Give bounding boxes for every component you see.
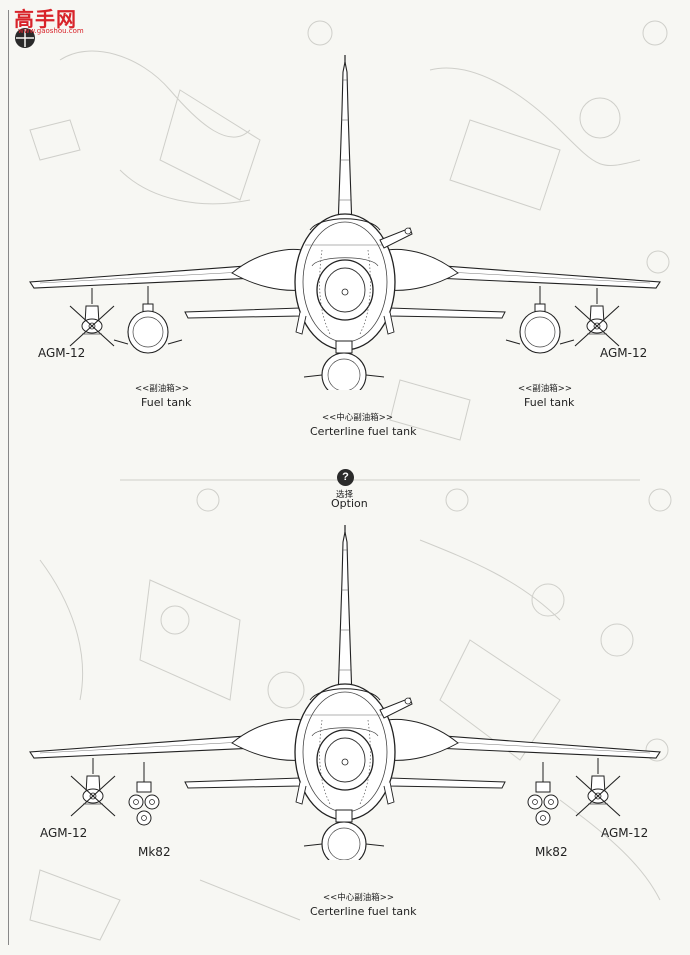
option-question-icon: ? xyxy=(337,469,354,486)
label-fuel-tank-left: Fuel tank xyxy=(141,396,192,409)
label-centerline-tank-cn-top: <<中心副油箱>> xyxy=(322,413,393,423)
label-fuel-tank-right: Fuel tank xyxy=(524,396,575,409)
label-agm-12-right-top: AGM-12 xyxy=(600,346,648,360)
watermark-globe-icon xyxy=(15,28,35,48)
aircraft-front-view-fuel-tank-config xyxy=(29,54,661,390)
label-option: Option xyxy=(331,497,368,510)
site-watermark: 高手网 www.gaoshou.com xyxy=(4,2,84,48)
agm-12-missile-left xyxy=(69,287,115,347)
label-agm-12-left-bottom: AGM-12 xyxy=(40,826,88,840)
label-fuel-tank-right-cn: <<副油箱>> xyxy=(518,384,572,394)
fuel-tank-left xyxy=(113,285,183,354)
page-left-border xyxy=(8,10,9,945)
label-centerline-tank-top: Certerline fuel tank xyxy=(310,425,417,438)
watermark-url: www.gaoshou.com xyxy=(18,27,84,35)
label-fuel-tank-left-cn: <<副油箱>> xyxy=(135,384,189,394)
aircraft-front-view xyxy=(29,54,661,351)
label-mk82-left: Mk82 xyxy=(138,845,171,859)
label-centerline-tank-bottom: Certerline fuel tank xyxy=(310,905,417,918)
mk82-bomb-rack-right xyxy=(527,761,559,826)
centerline-fuel-tank xyxy=(303,340,385,390)
label-agm-12-left-top: AGM-12 xyxy=(38,346,86,360)
aircraft-front-view-bomb-config xyxy=(29,524,661,860)
label-agm-12-right-bottom: AGM-12 xyxy=(601,826,649,840)
centerline-fuel-tank xyxy=(303,809,385,860)
agm-12-missile-left xyxy=(70,757,116,817)
label-mk82-right: Mk82 xyxy=(535,845,568,859)
label-option-cn: 选择 xyxy=(336,490,354,500)
watermark-title: 高手网 xyxy=(14,7,77,31)
fuel-tank-right xyxy=(505,285,575,354)
agm-12-missile-right xyxy=(575,757,621,817)
label-centerline-tank-cn-bottom: <<中心副油箱>> xyxy=(323,893,394,903)
mk82-bomb-rack-left xyxy=(128,761,160,826)
aircraft-front-view xyxy=(29,524,661,821)
agm-12-missile-right xyxy=(574,287,620,347)
